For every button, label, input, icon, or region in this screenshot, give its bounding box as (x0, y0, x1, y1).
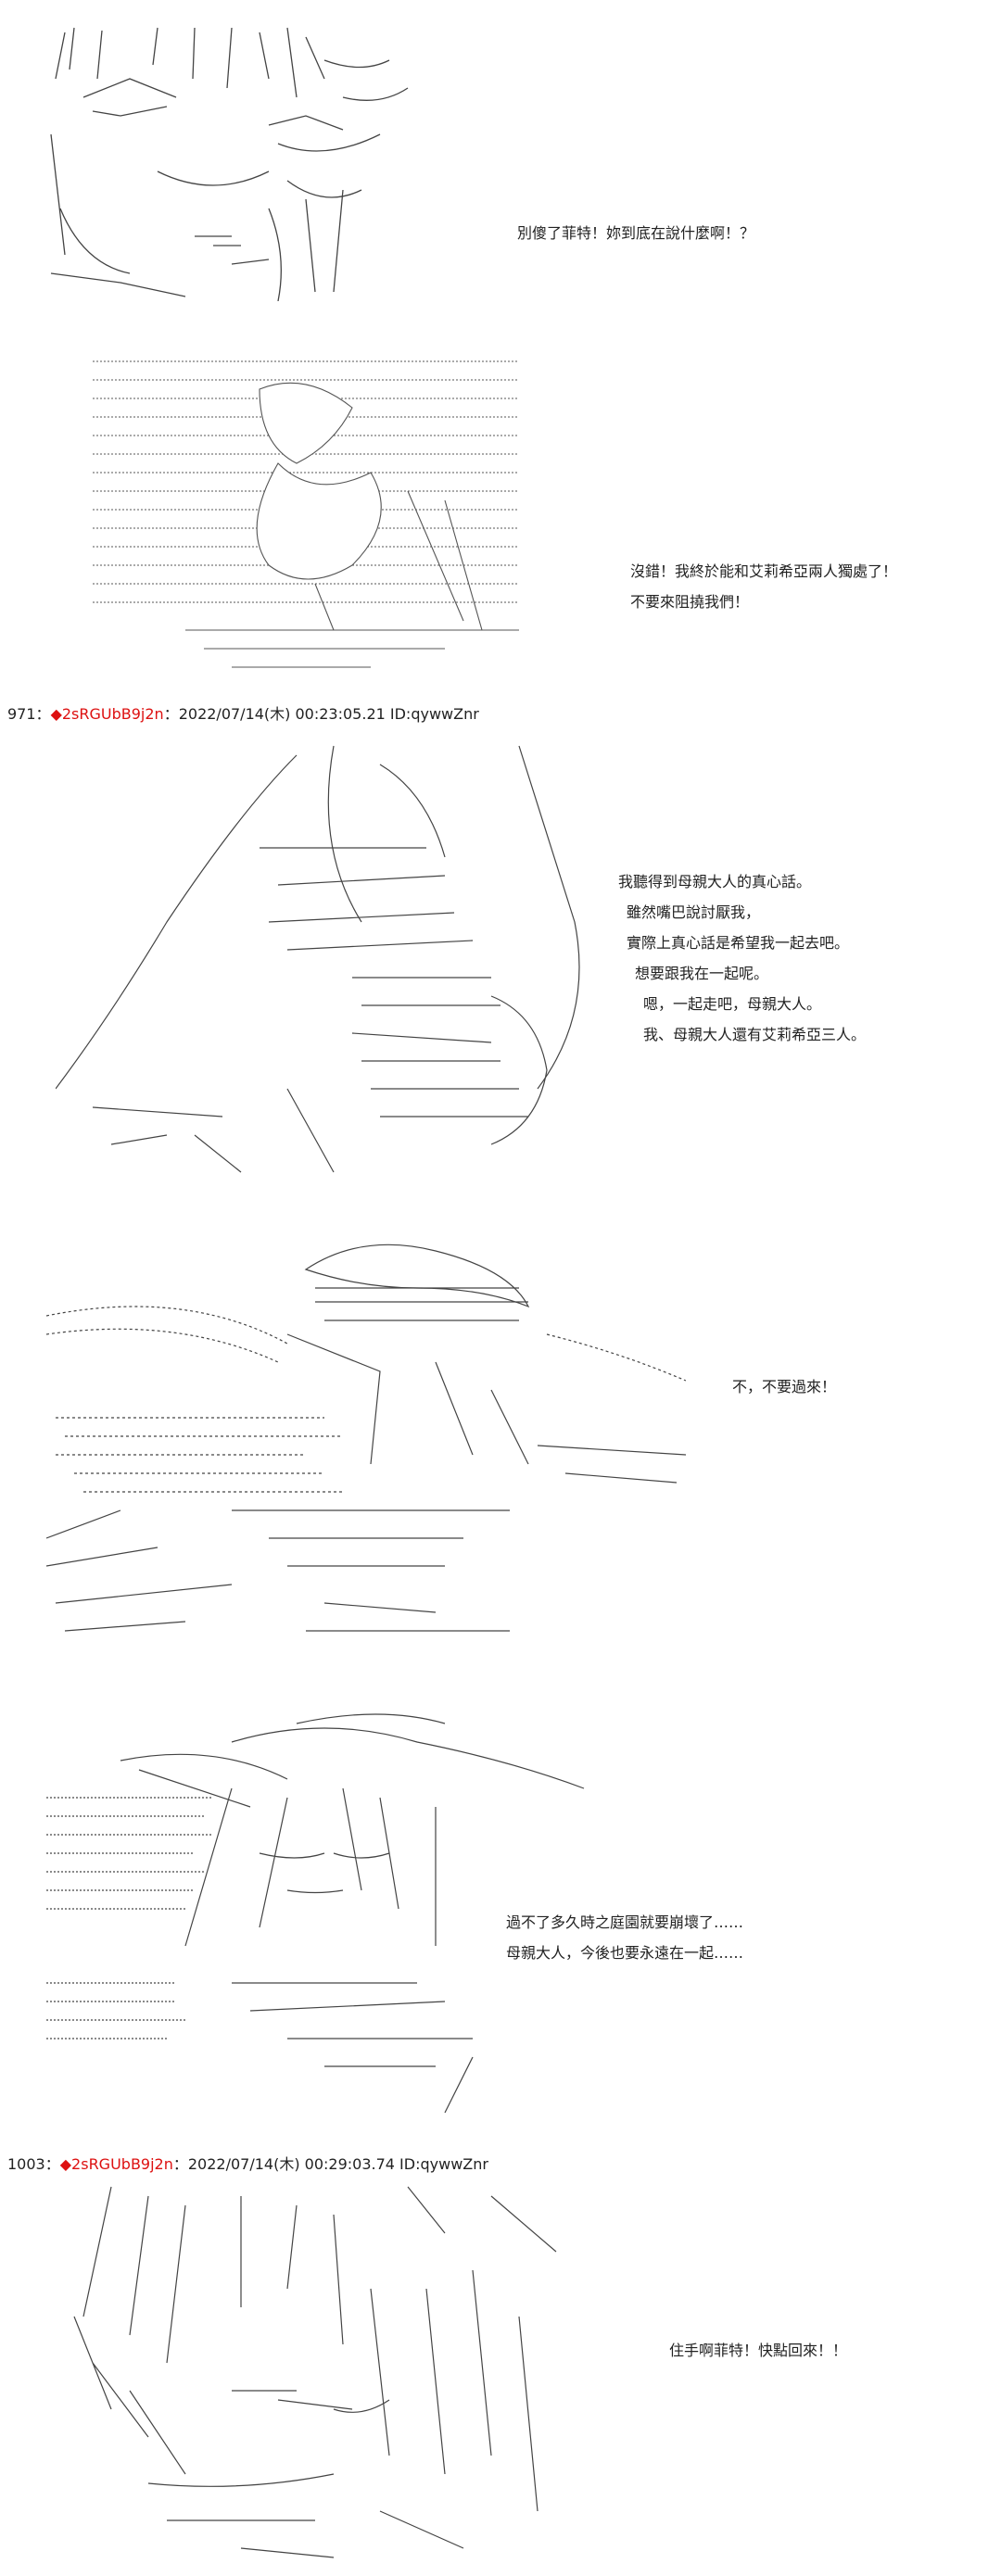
dialogue-2: 沒錯！我終於能和艾莉希亞兩人獨處了！ 不要來阻撓我們！ (630, 556, 897, 617)
dialogue-line: 母親大人，今後也要永遠在一起…… (506, 1944, 744, 1962)
panel-1: 別傻了菲特！妳到底在說什麼啊！？ (0, 0, 1001, 306)
tripcode: 2sRGUbB9j2n (71, 2155, 173, 2173)
dialogue-line: 別傻了菲特！妳到底在說什麼啊！？ (517, 224, 755, 242)
dialogue-line: 不，不要過來！ (732, 1378, 837, 1395)
post-number: 971 (7, 705, 36, 723)
panel-3: 971：◆2sRGUbB9j2n：2022/07/14(木) 00:23:05.… (0, 700, 1001, 1219)
post-header: 1003：◆2sRGUbB9j2n：2022/07/14(木) 00:29:03… (7, 2152, 488, 2174)
dialogue-line: 住手啊菲特！快點回來！！ (669, 2342, 848, 2359)
dialogue-line: 想要跟我在一起呢。 (635, 965, 769, 982)
dialogue-line: 過不了多久時之庭園就要崩壞了…… (506, 1913, 744, 1931)
post-date: ：2022/07/14(木) 00:23:05.21 ID:qywwZnr (163, 705, 479, 723)
ascii-art-precia-pushing (46, 1232, 686, 1668)
panel-5: 過不了多久時之庭園就要崩壞了…… 母親大人，今後也要永遠在一起…… (0, 1696, 1001, 2131)
dialogue-1: 別傻了菲特！妳到底在說什麼啊！？ (517, 218, 754, 248)
dialogue-6: 住手啊菲特！快點回來！！ (669, 2335, 847, 2366)
tripcode: 2sRGUbB9j2n (61, 705, 164, 723)
post-number: 1003 (7, 2155, 45, 2173)
dialogue-line: 我、母親大人還有艾莉希亞三人。 (643, 1026, 867, 1043)
panel-2: 沒錯！我終於能和艾莉希亞兩人獨處了！ 不要來阻撓我們！ (0, 343, 1001, 686)
dialogue-line: 沒錯！我終於能和艾莉希亞兩人獨處了！ (630, 562, 898, 580)
ascii-art-fate-holding (93, 352, 538, 676)
post-header: 971：◆2sRGUbB9j2n：2022/07/14(木) 00:23:05.… (7, 701, 479, 724)
trip-diamond-icon: ◆ (59, 2155, 72, 2173)
ascii-art-fate-embrace (56, 737, 612, 1200)
ascii-art-fate-smiling (46, 1705, 640, 2122)
ascii-art-precia-shocked (46, 23, 519, 301)
dialogue-5: 過不了多久時之庭園就要崩壞了…… 母親大人，今後也要永遠在一起…… (506, 1907, 743, 1968)
trip-diamond-icon: ◆ (50, 705, 62, 723)
panel-4: 不，不要過來！ (0, 1223, 1001, 1668)
dialogue-line: 嗯，一起走吧，母親大人。 (643, 995, 822, 1013)
dialogue-line: 不要來阻撓我們！ (630, 593, 750, 611)
post-date: ：2022/07/14(木) 00:29:03.74 ID:qywwZnr (172, 2155, 488, 2173)
dialogue-line: 雖然嘴巴說討厭我， (627, 903, 761, 921)
ascii-art-arf-shouting (56, 2178, 593, 2567)
dialogue-3: 我聽得到母親大人的真心話。 雖然嘴巴說討厭我， 實際上真心話是希望我一起去吧。 … (618, 866, 866, 1050)
dialogue-4: 不，不要過來！ (732, 1371, 836, 1402)
post-separator: ： (35, 705, 51, 723)
dialogue-line: 我聽得到母親大人的真心話。 (618, 873, 812, 890)
panel-6: 1003：◆2sRGUbB9j2n：2022/07/14(木) 00:29:03… (0, 2150, 1001, 2576)
post-separator: ： (44, 2155, 60, 2173)
dialogue-line: 實際上真心話是希望我一起去吧。 (627, 934, 850, 952)
